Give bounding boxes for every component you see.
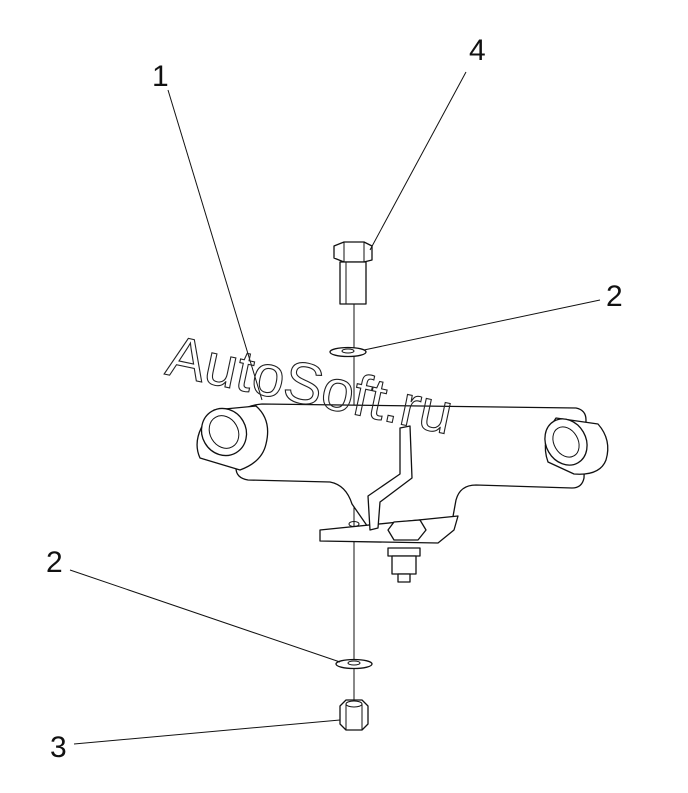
bolt-part: [333, 241, 373, 305]
callout-3: 3: [50, 731, 67, 764]
callout-2-top: 2: [606, 280, 623, 313]
washer-bottom-part: [335, 658, 373, 670]
leader-line-1: [167, 89, 263, 401]
leader-line-2-top: [363, 299, 601, 351]
nut-part: [339, 699, 369, 731]
leader-line-2-bottom: [69, 569, 341, 663]
bracket-part: [196, 403, 609, 583]
callout-2-bottom: 2: [46, 546, 63, 579]
callout-1: 1: [152, 60, 169, 93]
washer-top-part: [329, 346, 367, 358]
leader-line-3: [73, 719, 341, 745]
leader-line-4: [369, 71, 467, 251]
callout-4: 4: [469, 34, 486, 67]
